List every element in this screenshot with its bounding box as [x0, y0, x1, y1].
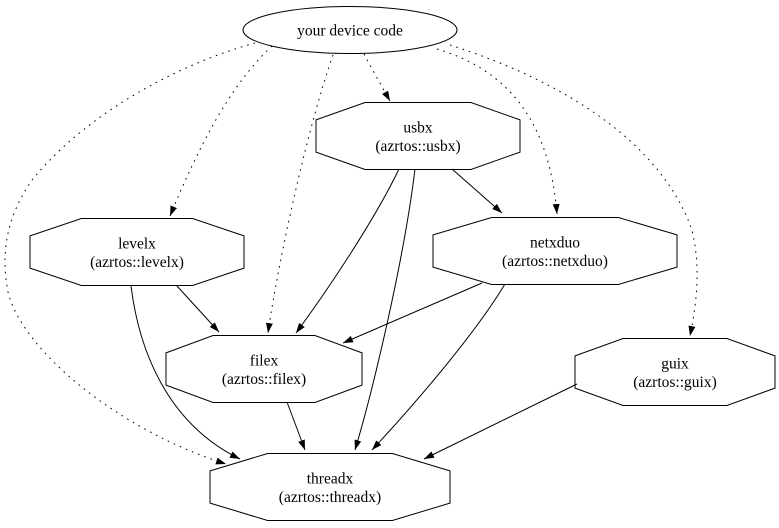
node-filex-label-line1: filex — [250, 352, 279, 369]
node-usbx-label: usbx(azrtos::usbx) — [375, 119, 460, 155]
node-levelx-label: levelx(azrtos::levelx) — [90, 235, 184, 270]
node-levelx: levelx(azrtos::levelx) — [29, 218, 245, 286]
edge-usbx-netxduo — [451, 168, 503, 214]
edge-filex-threadx — [286, 401, 306, 451]
node-netxduo-label: netxduo(azrtos::netxduo) — [502, 234, 608, 269]
node-threadx: threadx(azrtos::threadx) — [209, 453, 451, 521]
node-netxduo-octagon — [432, 217, 678, 285]
edge-device-guix — [449, 44, 698, 337]
node-device-ellipse — [242, 6, 458, 54]
node-usbx-label-line1: usbx — [403, 119, 433, 136]
node-filex-label-line2: (azrtos::filex) — [222, 371, 306, 388]
edge-device-filex — [265, 54, 334, 334]
edge-usbx-filex — [295, 168, 400, 334]
node-guix: guix(azrtos::guix) — [574, 338, 776, 406]
edge-levelx-filex — [176, 285, 220, 333]
node-device-label-line1: your device code — [297, 23, 403, 40]
edge-device-usbx — [363, 53, 391, 102]
node-device-label: your device code — [297, 23, 403, 40]
node-usbx-label-line2: (azrtos::usbx) — [375, 138, 460, 155]
edge-guix-threadx — [423, 383, 578, 460]
edge-netxduo-filex — [342, 282, 483, 344]
node-levelx-label-line2: (azrtos::levelx) — [90, 254, 184, 271]
node-guix-label-line2: (azrtos::guix) — [633, 374, 717, 391]
node-usbx: usbx(azrtos::usbx) — [315, 102, 521, 170]
node-guix-label-line1: guix — [661, 355, 689, 372]
node-filex: filex(azrtos::filex) — [165, 335, 363, 403]
edge-device-netxduo — [436, 48, 560, 215]
edges-layer — [4, 42, 698, 465]
edge-device-levelx — [169, 45, 273, 217]
node-threadx-octagon — [209, 453, 451, 521]
node-guix-octagon — [574, 338, 776, 406]
node-threadx-label-line2: (azrtos::threadx) — [279, 489, 381, 506]
edge-netxduo-threadx — [371, 283, 506, 451]
node-filex-octagon — [165, 335, 363, 403]
node-threadx-label-line1: threadx — [307, 470, 354, 487]
node-filex-label: filex(azrtos::filex) — [222, 352, 306, 388]
node-levelx-label-line1: levelx — [118, 235, 156, 252]
node-guix-label: guix(azrtos::guix) — [633, 355, 717, 391]
node-usbx-octagon — [315, 102, 521, 170]
node-levelx-octagon — [29, 218, 245, 286]
edge-usbx-threadx — [354, 168, 416, 451]
edge-levelx-threadx — [130, 285, 241, 460]
node-netxduo-label-line2: (azrtos::netxduo) — [502, 253, 608, 270]
node-device: your device code — [242, 6, 458, 54]
node-netxduo: netxduo(azrtos::netxduo) — [432, 217, 678, 285]
node-netxduo-label-line1: netxduo — [530, 234, 580, 251]
nodes-layer: your device codeusbx(azrtos::usbx)levelx… — [29, 6, 776, 521]
node-threadx-label: threadx(azrtos::threadx) — [279, 470, 381, 506]
